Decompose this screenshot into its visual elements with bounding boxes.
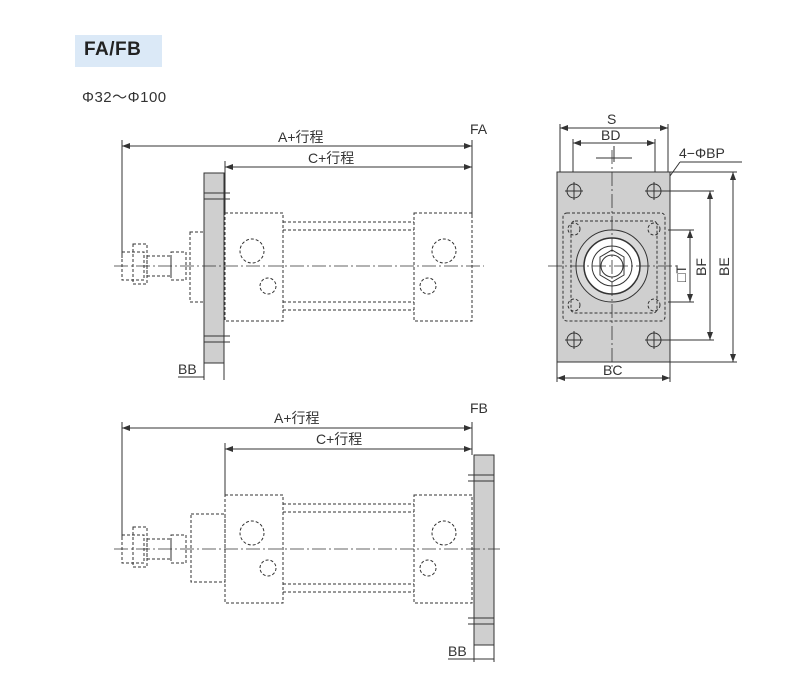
fa-flange-plate [203,172,225,364]
end-dim-bp-label: 4−ΦBP [679,145,725,161]
bore-range: Φ32～Φ100 [82,89,167,106]
end-dim-bf-label: BF [693,258,709,276]
model-badge: FA/FB [75,35,162,67]
fa-side-view: FA A+行程 C+行程 [114,121,488,380]
fa-dim-a-label: A+行程 [278,129,324,145]
fb-dim-c-label: C+行程 [316,431,362,447]
fa-dim-bb-label: BB [178,361,197,377]
end-dim-be-label: BE [716,257,732,276]
end-dim-t-label: □T [673,265,689,282]
fb-flange-plate [473,454,495,646]
fb-side-view: FB A+行程 C+行程 [114,400,500,662]
fa-title: FA [470,121,488,137]
fb-title: FB [470,400,488,416]
fb-dim-bb-label: BB [448,643,467,659]
fa-dim-c-label: C+行程 [308,150,354,166]
end-dim-bc-label: BC [603,362,622,378]
end-dim-bd-label: BD [601,127,620,143]
fb-dim-a-label: A+行程 [274,410,320,426]
model-label: FA/FB [84,39,142,60]
end-view: S BD 4−ΦBP [548,111,742,382]
end-dim-s-label: S [607,111,616,127]
